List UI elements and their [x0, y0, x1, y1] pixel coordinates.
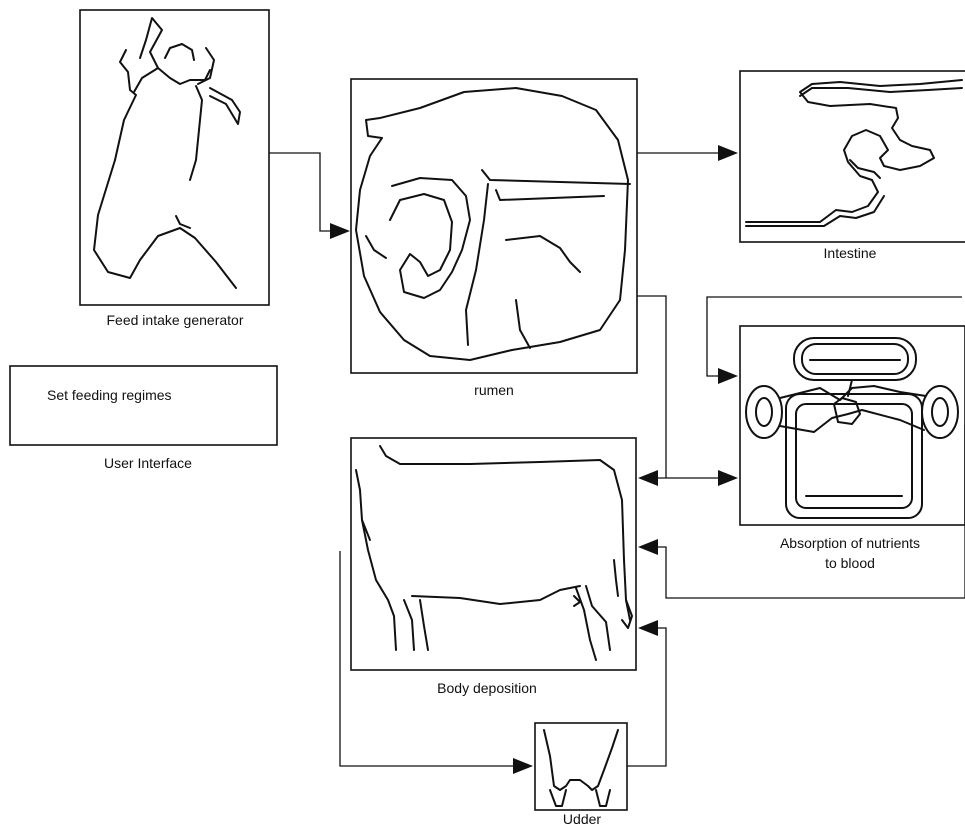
feed-intake-module[interactable]: Feed intake generator	[80, 10, 269, 328]
absorption-label-line2: to blood	[825, 555, 875, 571]
body-to-absorption-arrowhead	[718, 470, 738, 486]
udder-module[interactable]: Udder	[535, 723, 627, 827]
rumen-label: rumen	[474, 382, 514, 398]
udder-label: Udder	[563, 811, 601, 827]
absorption-module[interactable]: Absorption of nutrients to blood	[740, 326, 965, 571]
absorption-label-line1: Absorption of nutrients	[780, 535, 920, 551]
feed-to-rumen-connector	[269, 153, 330, 231]
set-feeding-regimes-label: Set feeding regimes	[47, 387, 172, 403]
feed-intake-label: Feed intake generator	[107, 312, 244, 328]
body-deposition-module[interactable]: Body deposition	[351, 438, 636, 696]
feed-intake-frame	[80, 10, 269, 305]
intestine-frame	[740, 71, 965, 242]
intestine-to-absorption-arrowhead	[718, 368, 738, 384]
body-to-udder-arrowhead	[513, 758, 533, 774]
body-deposition-label: Body deposition	[437, 680, 537, 696]
intestine-module[interactable]: Intestine	[740, 71, 965, 261]
rumen-branch-connector	[637, 296, 666, 478]
blood-to-body-arrowhead	[638, 539, 658, 555]
udder-frame	[535, 723, 627, 810]
intestine-label: Intestine	[824, 245, 877, 261]
feed-to-rumen-arrowhead	[330, 223, 350, 239]
absorption-to-body-arrowhead	[638, 470, 658, 486]
set-feeding-regimes-button[interactable]	[10, 366, 277, 445]
udder-to-body-arrowhead	[638, 620, 658, 636]
user-interface-label: User Interface	[104, 455, 192, 471]
rumen-to-intestine-arrowhead	[718, 145, 738, 161]
user-interface-module[interactable]: Set feeding regimes User Interface	[10, 366, 277, 471]
rumen-module[interactable]: rumen	[351, 79, 637, 398]
body-deposition-frame	[351, 438, 636, 670]
